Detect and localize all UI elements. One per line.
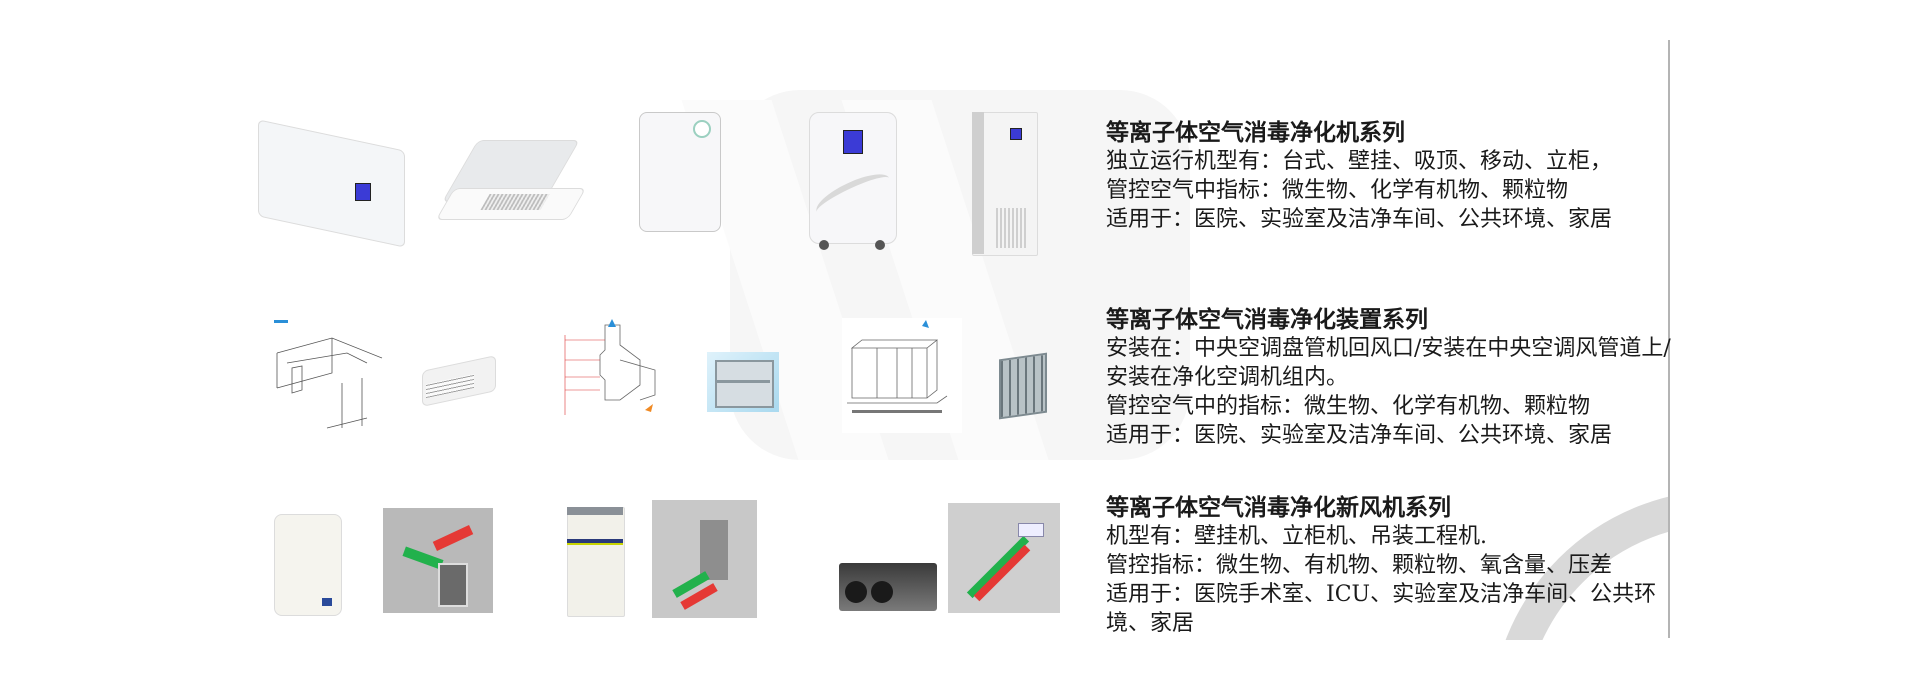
section-fresh-air-series: 等离子体空气消毒净化新风机系列 机型有：壁挂机、立柜机、吊装工程机. 管控指标：… bbox=[1106, 493, 1676, 638]
desktop-purifier-image bbox=[635, 108, 725, 238]
ceiling-fresh-air-diagram-image bbox=[948, 503, 1060, 613]
cabinet-purifier-image bbox=[970, 110, 1040, 258]
models-line: 独立运行机型有：台式、壁挂、吸顶、移动、立柜， bbox=[1106, 149, 1613, 174]
applications-line: 适用于：医院、实验室及洁净车间、公共环境、家居 bbox=[1106, 423, 1613, 448]
section-device-series: 等离子体空气消毒净化装置系列 安装在：中央空调盘管机回风口/安装在中央空调风管道… bbox=[1106, 305, 1676, 450]
installation-line: 安装在：中央空调盘管机回风口/安装在中央空调风管道上/安装在净化空调机组内。 bbox=[1106, 336, 1671, 390]
wall-mounted-purifier-image bbox=[258, 119, 408, 248]
wall-fresh-air-unit-image bbox=[270, 510, 350, 620]
duct-installation-diagram bbox=[560, 315, 670, 425]
indicators-line: 管控空气中指标：微生物、化学有机物、颗粒物 bbox=[1106, 178, 1569, 203]
section-title: 等离子体空气消毒净化装置系列 bbox=[1106, 306, 1428, 333]
indicators-line: 管控空气中的指标：微生物、化学有机物、颗粒物 bbox=[1106, 394, 1591, 419]
wall-fresh-air-diagram-image bbox=[383, 508, 493, 613]
return-air-grille-unit-image bbox=[418, 355, 503, 410]
duct-filter-module-image bbox=[707, 350, 782, 415]
section-title: 等离子体空气消毒净化新风机系列 bbox=[1106, 494, 1451, 521]
mobile-purifier-image bbox=[805, 112, 905, 257]
ahu-filter-module-image bbox=[995, 350, 1050, 420]
ceiling-cassette-purifier-image bbox=[435, 130, 590, 230]
cabinet-fresh-air-unit-image bbox=[565, 505, 630, 620]
models-line: 机型有：壁挂机、立柜机、吊装工程机. bbox=[1106, 524, 1487, 549]
ceiling-fresh-air-unit-image bbox=[833, 555, 943, 620]
return-air-installation-diagram bbox=[272, 318, 402, 433]
indicators-line: 管控指标：微生物、有机物、颗粒物、氧含量、压差 bbox=[1106, 553, 1613, 578]
applications-line: 适用于：医院、实验室及洁净车间、公共环境、家居 bbox=[1106, 207, 1613, 232]
air-handling-unit-diagram bbox=[842, 318, 962, 433]
section-title: 等离子体空气消毒净化机系列 bbox=[1106, 119, 1405, 146]
cabinet-fresh-air-diagram-image bbox=[652, 500, 757, 618]
applications-line: 适用于：医院手术室、ICU、实验室及洁净车间、公共环境、家居 bbox=[1106, 582, 1657, 636]
vertical-divider bbox=[1668, 40, 1670, 638]
section-purifier-series: 等离子体空气消毒净化机系列 独立运行机型有：台式、壁挂、吸顶、移动、立柜， 管控… bbox=[1106, 118, 1676, 234]
